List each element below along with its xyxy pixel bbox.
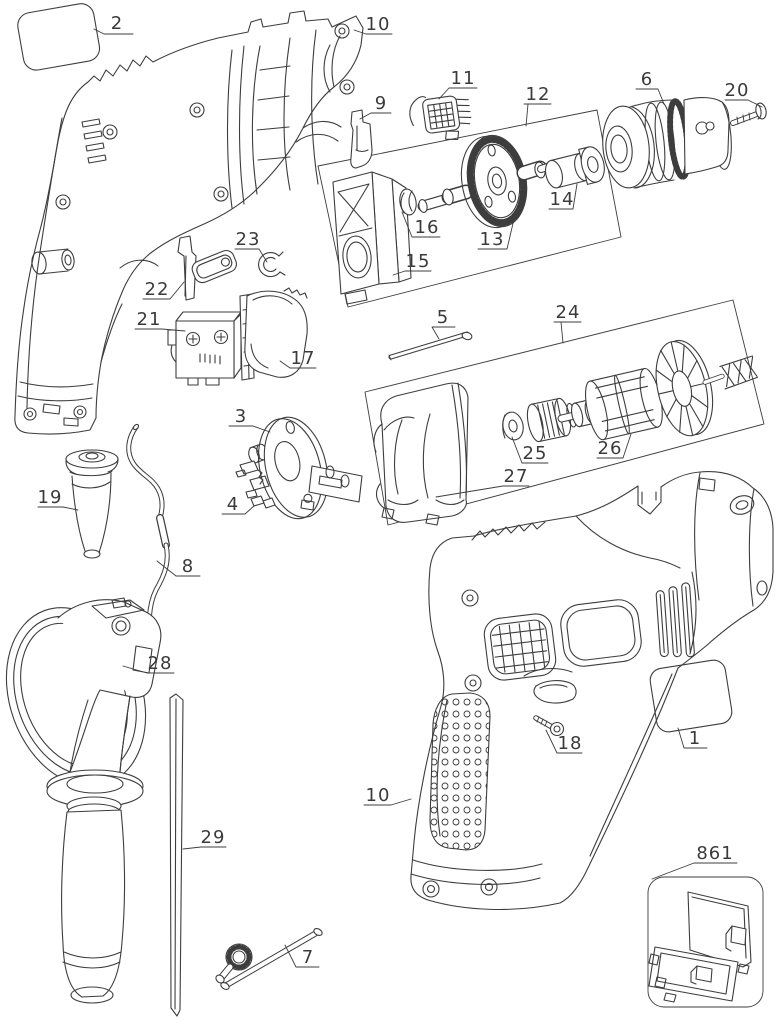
leader-2 [93, 28, 134, 35]
part-24-motor-assembly-boundary [364, 299, 765, 526]
leader-17 [279, 360, 317, 369]
callout-13: 13 [480, 229, 505, 250]
callout-1: 1 [689, 728, 701, 749]
callout-861: 861 [696, 843, 733, 864]
callout-14: 14 [550, 189, 575, 210]
callout-12: 12 [526, 84, 551, 105]
callout-3: 3 [235, 406, 247, 427]
leader-861 [651, 862, 738, 880]
leader-7 [284, 944, 320, 968]
part-27-field-stator [373, 382, 469, 526]
callout-10-top: 10 [366, 14, 391, 35]
part-21-switch [167, 311, 242, 386]
callout-27: 27 [504, 466, 529, 487]
assembled-drill-right-half [410, 471, 774, 911]
callout-17: 17 [291, 348, 316, 369]
part-23-retaining-ring [258, 251, 286, 278]
side-grille [483, 613, 557, 681]
callout-9: 9 [375, 93, 387, 114]
part-3-support-plate-assembly [235, 416, 363, 520]
leader-24 [553, 321, 582, 344]
leader-28 [122, 665, 175, 674]
leader-23 [234, 248, 268, 263]
callout-28: 28 [148, 653, 173, 674]
leader-14 [548, 183, 578, 210]
leader-6 [635, 88, 665, 105]
callout-7: 7 [302, 947, 314, 968]
callout-24: 24 [556, 302, 581, 323]
part-1-nameplate-label [649, 659, 733, 733]
part-5-pin [388, 331, 473, 361]
leader-19 [37, 506, 79, 511]
part-10-motor-housing-left-half [14, 10, 364, 435]
part-4-terminal-blocks [250, 495, 276, 509]
part-20-screw [730, 102, 767, 126]
leader-16 [401, 211, 441, 238]
callout-20: 20 [725, 80, 750, 101]
part-6-drill-chuck [602, 97, 732, 189]
leader-26 [596, 433, 632, 459]
callout-19: 19 [38, 487, 63, 508]
part-29-depth-rod [169, 693, 184, 1017]
callout-4: 4 [227, 494, 239, 515]
leader-29 [182, 846, 227, 850]
callout-numbers: 2 10 11 12 6 20 9 16 13 14 15 23 22 21 1… [38, 13, 750, 968]
callout-16: 16 [415, 217, 440, 238]
callout-18: 18 [558, 733, 583, 754]
leader-21 [134, 328, 186, 332]
part-861-kit-box [647, 876, 764, 1008]
leader-12 [523, 103, 552, 127]
vent-slots [655, 582, 695, 658]
callout-21: 21 [137, 309, 162, 330]
callout-11: 11 [451, 68, 476, 89]
leader-10-bottom [363, 798, 412, 806]
leader-10-top [353, 29, 393, 35]
leader-5 [431, 326, 456, 340]
callout-2: 2 [111, 13, 123, 34]
part-2-nameplate-label [17, 3, 101, 71]
leader-20 [724, 99, 763, 108]
leader-27 [435, 485, 530, 498]
part-13-gear-and-spindle [417, 134, 558, 229]
part-28-auxiliary-handle [5, 597, 162, 1004]
leader-4 [221, 505, 255, 515]
callout-25: 25 [523, 443, 548, 464]
part-9-bracket [350, 109, 373, 169]
leader-9 [359, 112, 392, 120]
leader-25 [511, 436, 549, 464]
part-16-wave-washer [399, 188, 417, 216]
part-19-handle-grip [65, 449, 119, 559]
side-recess [560, 599, 642, 667]
callout-15: 15 [406, 251, 431, 272]
callout-22: 22 [145, 279, 170, 300]
part-17-handle-cover [239, 287, 308, 381]
leader-15 [392, 270, 432, 276]
part-14-spacer-sleeve [544, 146, 605, 189]
part-18-screw [533, 715, 565, 737]
callout-8: 8 [182, 556, 194, 577]
part-7-chuck-key [215, 928, 323, 990]
leader-13 [477, 218, 515, 250]
callout-29: 29 [201, 827, 226, 848]
leader-22 [142, 281, 185, 300]
callout-26: 26 [598, 438, 623, 459]
part-15-fan-baffle [332, 171, 412, 305]
leader-1 [677, 727, 708, 749]
callout-6: 6 [641, 69, 653, 90]
leader-3 [228, 425, 271, 433]
leader-11 [438, 87, 478, 100]
part-26-armature [557, 339, 758, 441]
part-11-lock-button [409, 95, 472, 141]
leader-8 [156, 560, 201, 577]
part-22-selector-lever [177, 235, 237, 301]
leader-lines [37, 28, 763, 968]
callout-23: 23 [236, 229, 261, 250]
callout-10-bottom: 10 [366, 785, 391, 806]
callout-5: 5 [437, 307, 449, 328]
leader-18 [545, 729, 583, 754]
part-12-gearbox-assembly-boundary [317, 109, 622, 308]
